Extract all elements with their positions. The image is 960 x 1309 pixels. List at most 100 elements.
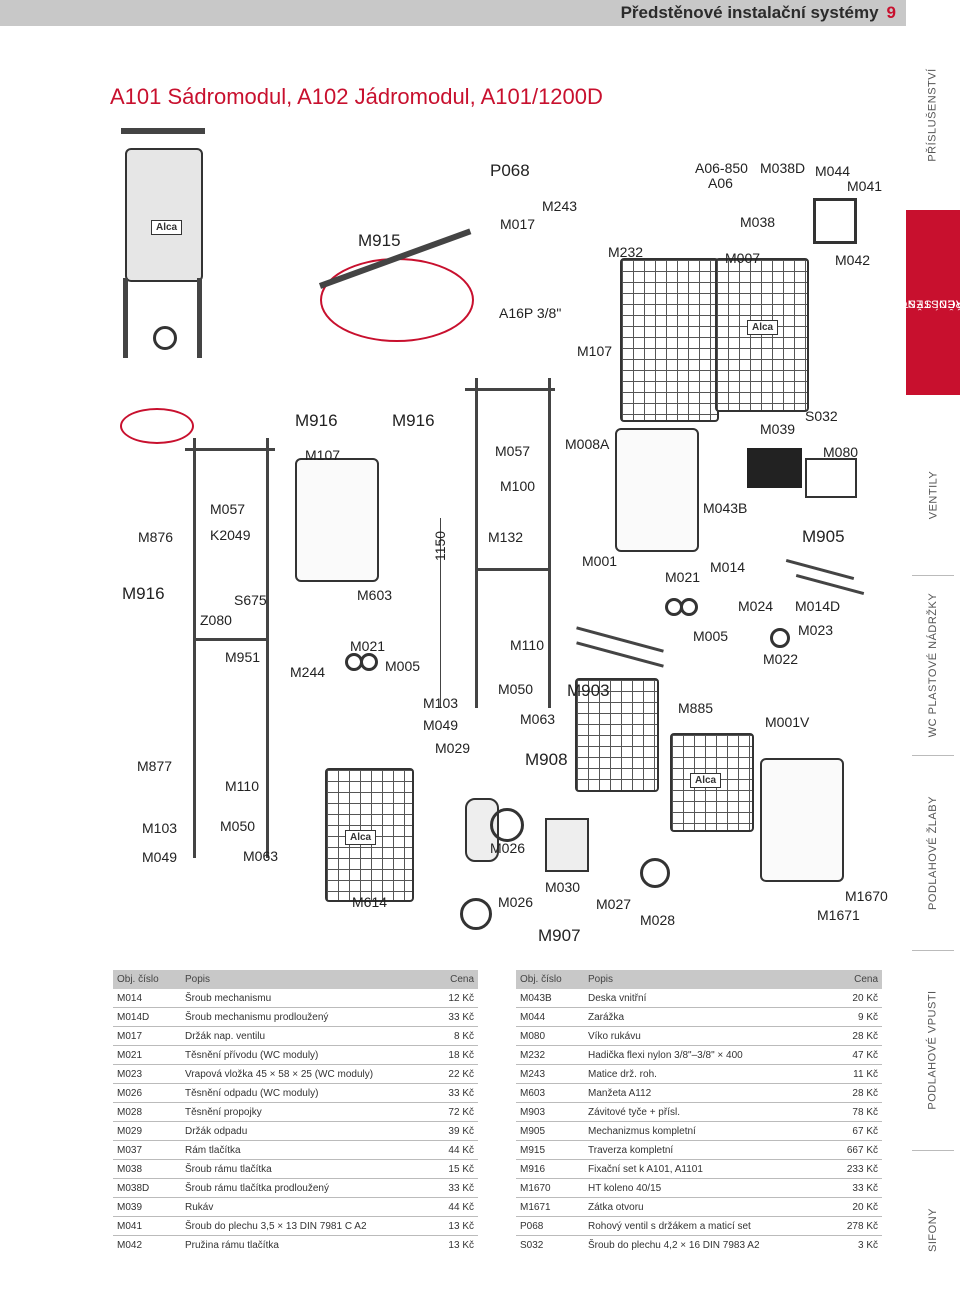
tab-wc-nadrzky[interactable]: WC PLASTOVÉ NÁDRŽKY	[906, 580, 960, 750]
part-label: M876	[138, 529, 174, 545]
part-label: M905	[802, 527, 845, 546]
cell-description: HT koleno 40/15	[584, 1178, 824, 1198]
cell-price: 233 Kč	[824, 1159, 882, 1179]
cell-price: 15 Kč	[420, 1159, 478, 1179]
tab-ventily[interactable]: VENTILY	[906, 420, 960, 570]
part-label: M026	[490, 840, 526, 856]
part-label: M007	[725, 250, 761, 266]
cell-price: 33 Kč	[824, 1178, 882, 1198]
tab-prislusenstvi[interactable]: PŘÍSLUŠENSTVÍ	[906, 40, 960, 190]
cell-price: 22 Kč	[420, 1064, 478, 1084]
cell-price: 11 Kč	[824, 1064, 882, 1084]
product-photo: Alca	[113, 128, 213, 358]
part-label: M243	[542, 198, 578, 214]
part-label: M132	[488, 529, 524, 545]
column-header: Cena	[824, 970, 882, 989]
part-label: M001V	[765, 714, 810, 730]
cell-code: M017	[113, 1026, 181, 1046]
cell-description: Šroub rámu tlačítka prodloužený	[181, 1178, 420, 1198]
table-header-row: Obj. číslo Popis Cena	[113, 970, 478, 989]
page-title: A101 Sádromodul, A102 Jádromodul, A101/1…	[110, 84, 603, 109]
cell-price: 28 Kč	[824, 1083, 882, 1103]
part-label: M042	[835, 252, 871, 268]
tab-podlahove-zlaby[interactable]: PODLAHOVÉ ŽLABY	[906, 765, 960, 940]
part-label: M603	[357, 587, 393, 603]
dimension-label: 1150	[432, 530, 449, 562]
tab-label: WC PLASTOVÉ NÁDRŽKY	[927, 592, 940, 738]
cell-code: M916	[516, 1159, 584, 1179]
threaded-rod	[576, 626, 664, 653]
part-label: M916	[122, 584, 165, 603]
cell-price: 67 Kč	[824, 1121, 882, 1141]
cell-description: Rám tlačítka	[181, 1140, 420, 1160]
part-label: M014D	[795, 598, 841, 614]
column-header: Obj. číslo	[516, 970, 584, 989]
cell-description: Mechanizmus kompletní	[584, 1121, 824, 1141]
page-header: Předstěnové instalační systémy 9	[0, 0, 906, 26]
part-label: M915	[358, 231, 401, 250]
cell-price: 9 Kč	[824, 1007, 882, 1027]
mounting-frame-2	[475, 378, 551, 708]
part-label: M022	[763, 651, 799, 667]
tab-label: PODLAHOVÉ ŽLABY	[927, 795, 939, 910]
tab-podlahove-vpusti[interactable]: PODLAHOVÉ VPUSTI	[906, 960, 960, 1140]
insulation-panel	[575, 678, 659, 792]
cistern	[615, 428, 699, 552]
part-label: M026	[498, 894, 534, 910]
part-label: M057	[495, 443, 531, 459]
cell-price: 13 Kč	[420, 1216, 478, 1236]
cell-description: Traverza kompletní	[584, 1140, 824, 1160]
cell-code: M029	[113, 1121, 181, 1141]
cell-description: Šroub rámu tlačítka	[181, 1159, 420, 1179]
cell-description: Těsnění propojky	[181, 1102, 420, 1122]
part-label: M080	[823, 444, 859, 460]
part-label: M043B	[703, 500, 748, 516]
alca-logo: Alca	[690, 773, 722, 788]
cell-description: Držák nap. ventilu	[181, 1026, 420, 1046]
part-label: S675	[234, 592, 267, 608]
part-label: M044	[815, 163, 851, 179]
insulation-panel: Alca	[325, 768, 414, 902]
part-label: M021	[350, 638, 386, 654]
cell-code: M014	[113, 989, 181, 1008]
cell-code: M905	[516, 1121, 584, 1141]
cell-description: Matice drž. roh.	[584, 1064, 824, 1084]
tab-predstenove-systemy[interactable]: PŘEDSTĚNOVÉ INSTALAČNÍ SYSTÉMY	[875, 210, 960, 395]
column-header: Popis	[584, 970, 824, 989]
part-label: M907	[538, 926, 581, 945]
cell-price: 28 Kč	[824, 1026, 882, 1046]
part-label: Z080	[200, 612, 232, 628]
part-label: M038	[740, 214, 776, 230]
cell-description: Závitové tyče + přísl.	[584, 1102, 824, 1122]
part-label: M916	[295, 411, 338, 430]
cell-code: M903	[516, 1102, 584, 1122]
cell-code: M915	[516, 1140, 584, 1160]
column-header: Obj. číslo	[113, 970, 181, 989]
tab-sifony[interactable]: SIFONY	[906, 1160, 960, 1300]
part-label: S032	[805, 408, 838, 424]
part-label: M100	[500, 478, 536, 494]
cell-code: M021	[113, 1045, 181, 1065]
part-label: P068	[490, 161, 530, 180]
cell-description: Fixační set k A101, A1101	[584, 1159, 824, 1179]
part-label: M908	[525, 750, 568, 769]
cell-code: M044	[516, 1007, 584, 1027]
cell-code: M038D	[113, 1178, 181, 1198]
part-label: M030	[545, 879, 581, 895]
cell-description: Rohový ventil s držákem a maticí set	[584, 1216, 824, 1236]
tab-label-line: INSTALAČNÍ SYSTÉMY	[875, 297, 960, 309]
